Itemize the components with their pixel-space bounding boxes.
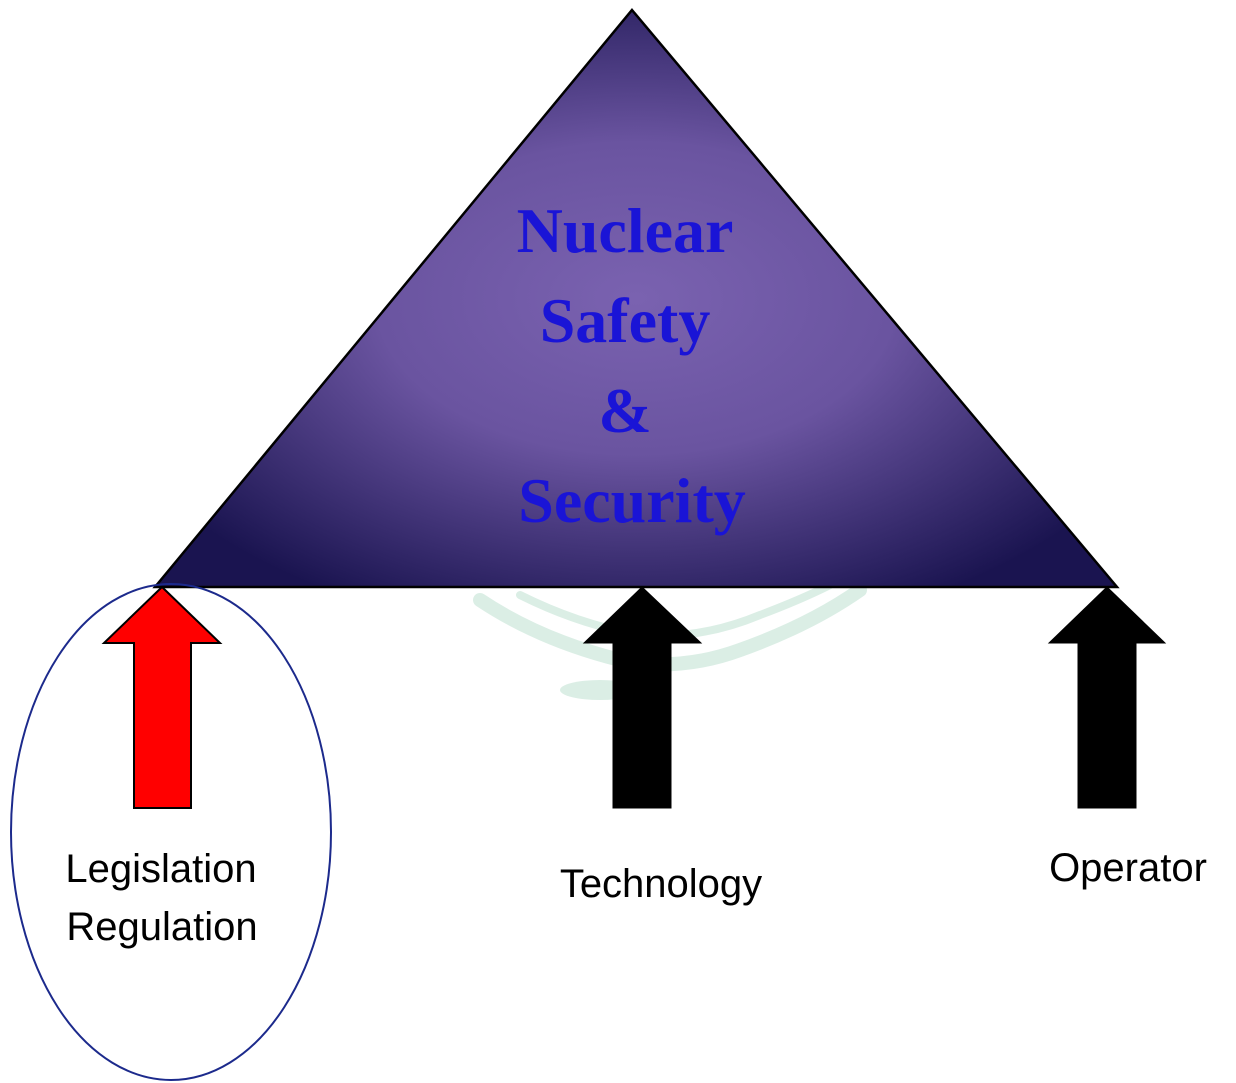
operator-label: Operator [1049,846,1207,890]
legislation-highlight-ellipse [10,583,332,1081]
pyramid-title-line-4: Security [518,465,746,536]
pyramid-title: Nuclear Safety & Security [517,195,746,536]
legislation-label: Legislation Regulation [65,847,257,949]
technology-up-arrow [582,586,703,809]
legislation-label-line-1: Legislation [65,847,256,891]
legislation-label-line-2: Regulation [66,905,257,949]
legislation-up-arrow [101,585,223,809]
technology-label: Technology [560,862,762,906]
safety-security-pyramid [152,8,1120,589]
pyramid-title-line-1: Nuclear [517,195,734,266]
pyramid-title-line-3: & [598,375,651,446]
pyramid-title-line-2: Safety [540,285,711,356]
operator-up-arrow [1047,586,1167,809]
